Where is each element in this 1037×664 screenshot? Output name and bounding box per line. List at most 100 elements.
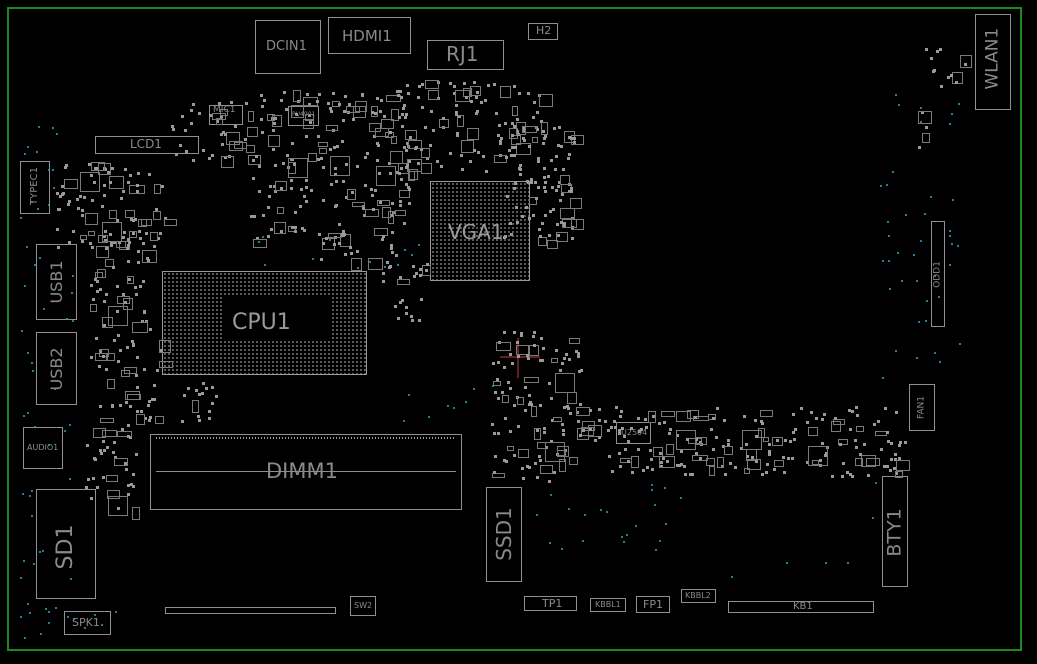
smd-component bbox=[381, 206, 391, 218]
smd-pad bbox=[598, 408, 602, 411]
smd-pad bbox=[134, 293, 138, 297]
smd-pad bbox=[570, 190, 574, 194]
tp1-outline[interactable] bbox=[524, 596, 577, 611]
smd-component bbox=[327, 232, 342, 238]
smd-pad bbox=[140, 320, 144, 324]
dcin1-outline[interactable] bbox=[255, 20, 321, 74]
smd-pad bbox=[114, 455, 118, 459]
smd-pad bbox=[81, 239, 85, 243]
smd-pad bbox=[197, 415, 201, 419]
smd-pad bbox=[925, 48, 929, 52]
smd-pad bbox=[552, 126, 556, 130]
smd-pad bbox=[510, 153, 514, 157]
smd-pad bbox=[112, 265, 116, 269]
bty1-outline[interactable] bbox=[882, 476, 908, 587]
sw2-outline[interactable] bbox=[350, 596, 376, 616]
smd-component bbox=[95, 272, 103, 279]
wlan1-outline[interactable] bbox=[975, 14, 1011, 110]
via bbox=[881, 260, 884, 263]
kbbl1-outline[interactable] bbox=[590, 598, 626, 612]
smd-component bbox=[390, 109, 399, 121]
usb1-outline[interactable] bbox=[36, 244, 77, 320]
via bbox=[581, 539, 584, 542]
smd-pad bbox=[898, 457, 902, 461]
smd-pad bbox=[493, 83, 497, 87]
smd-pad bbox=[390, 202, 394, 205]
smd-pad bbox=[211, 386, 215, 390]
kb1-outline[interactable] bbox=[728, 601, 874, 613]
smd-pad bbox=[806, 460, 810, 464]
smd-pad bbox=[436, 159, 440, 163]
smd-pad bbox=[768, 442, 772, 446]
via bbox=[887, 260, 890, 263]
smd-pad bbox=[317, 157, 321, 161]
smd-component bbox=[675, 410, 691, 422]
smd-component bbox=[389, 151, 404, 164]
smd-pad bbox=[781, 455, 785, 459]
smd-pad bbox=[260, 94, 264, 98]
hdmi1-outline[interactable] bbox=[328, 17, 411, 54]
ssd1-outline[interactable] bbox=[486, 487, 522, 582]
spk1-outline[interactable] bbox=[64, 611, 111, 635]
smd-pad bbox=[543, 185, 547, 189]
smd-pad bbox=[129, 405, 133, 409]
fp1-outline[interactable] bbox=[636, 596, 670, 613]
smd-pad bbox=[526, 353, 530, 357]
typec1-outline[interactable] bbox=[20, 161, 50, 214]
smd-pad bbox=[126, 244, 130, 248]
smd-component bbox=[246, 145, 256, 153]
smd-pad bbox=[760, 422, 764, 426]
smd-pad bbox=[88, 241, 92, 245]
smd-component bbox=[163, 219, 177, 226]
smd-pad bbox=[565, 405, 569, 409]
smd-component bbox=[374, 227, 389, 236]
smd-pad bbox=[132, 231, 136, 235]
ssd1-label: SSD1 bbox=[492, 507, 516, 561]
smd-pad bbox=[421, 83, 425, 87]
smd-pad bbox=[726, 442, 730, 446]
rj1-outline[interactable] bbox=[427, 40, 504, 70]
smd-pad bbox=[509, 352, 513, 356]
bottom-fpc-outline[interactable] bbox=[165, 607, 336, 614]
smd-pad bbox=[267, 205, 271, 209]
odd1-outline[interactable] bbox=[931, 221, 945, 327]
smd-pad bbox=[127, 180, 131, 184]
fan1-outline[interactable] bbox=[909, 384, 935, 431]
smd-pad bbox=[139, 409, 143, 413]
lcd1-outline[interactable] bbox=[95, 136, 199, 154]
via bbox=[958, 102, 961, 105]
smd-pad bbox=[375, 158, 379, 162]
smd-pad bbox=[141, 242, 145, 246]
smd-pad bbox=[222, 131, 226, 135]
smd-pad bbox=[221, 142, 225, 146]
smd-pad bbox=[918, 145, 922, 149]
vga1-chip[interactable] bbox=[430, 181, 530, 281]
kbbl2-outline[interactable] bbox=[681, 589, 716, 603]
via bbox=[26, 246, 29, 248]
h2-outline[interactable] bbox=[528, 23, 558, 40]
smd-pad bbox=[660, 461, 664, 465]
hdmi1-label: HDMI1 bbox=[342, 27, 392, 45]
smd-pad bbox=[356, 164, 360, 168]
smd-pad bbox=[103, 183, 107, 187]
dcin1-label: DCIN1 bbox=[266, 39, 307, 54]
smd-pad bbox=[305, 179, 309, 183]
smd-pad bbox=[126, 237, 130, 241]
dimm1-outline[interactable] bbox=[150, 434, 462, 510]
smd-pad bbox=[137, 250, 141, 254]
smd-pad bbox=[345, 196, 349, 200]
smd-pad bbox=[513, 182, 517, 185]
smd-pad bbox=[684, 473, 688, 477]
via bbox=[916, 356, 919, 359]
smd-pad bbox=[568, 152, 572, 156]
usb2-outline[interactable] bbox=[36, 332, 77, 405]
via bbox=[69, 578, 72, 581]
audio1-outline[interactable] bbox=[23, 427, 63, 469]
smd-pad bbox=[253, 215, 257, 219]
via bbox=[33, 263, 36, 266]
smd-pad bbox=[792, 438, 796, 442]
smd-pad bbox=[170, 125, 174, 128]
sd1-outline[interactable] bbox=[36, 489, 96, 599]
u2504-outline[interactable] bbox=[616, 422, 651, 444]
